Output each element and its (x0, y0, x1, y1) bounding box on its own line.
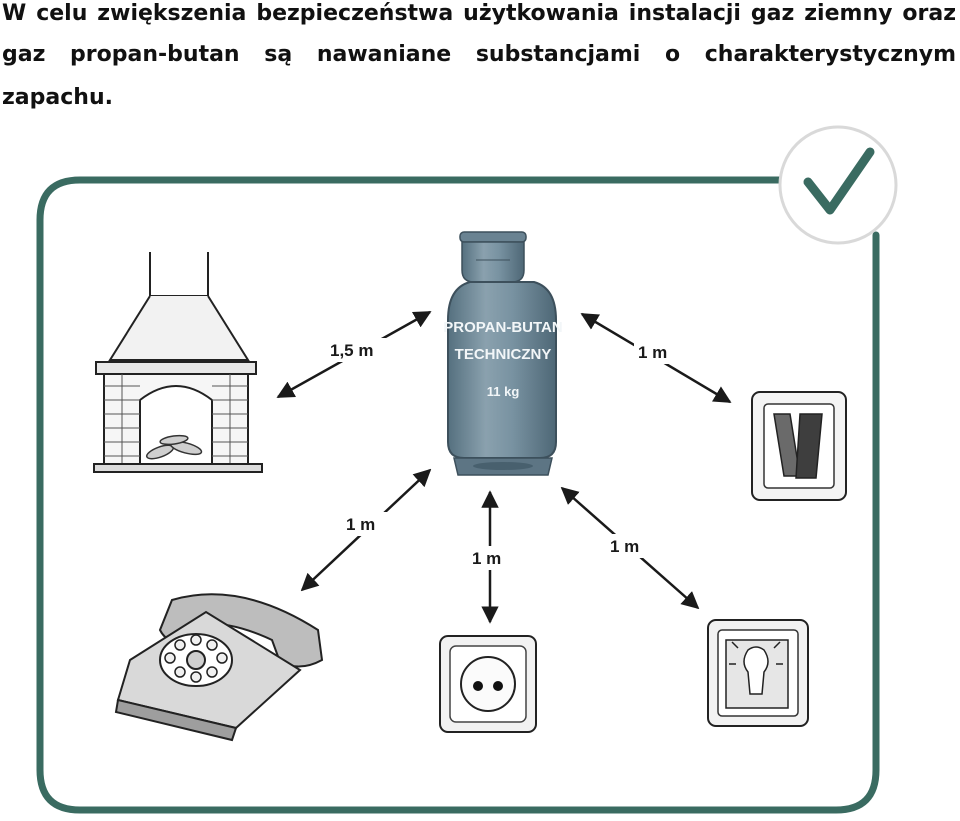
tank-label-1: PROPAN-BUTAN (443, 319, 562, 336)
distance-label-telephone: 1 m (346, 515, 375, 534)
intro-line-1: W celu zwiększenia bezpieczeństwa użytko… (2, 1, 956, 26)
intro-line-2: gaz propan-butan są nawaniane substancja… (2, 42, 956, 67)
gas-cylinder-icon: PROPAN-BUTAN TECHNICZNY 11 kg (443, 231, 563, 476)
distance-label-light-switch: 1 m (610, 537, 639, 556)
tank-label-2: TECHNICZNY (455, 346, 552, 363)
distance-label-socket: 1 m (472, 549, 501, 568)
wall-switch-icon (751, 391, 847, 501)
telephone-icon (114, 593, 324, 742)
tank-label-3: 11 kg (487, 384, 520, 399)
distance-label-wall-switch: 1 m (638, 343, 667, 362)
intro-line-3: zapachu. (2, 85, 113, 110)
electric-socket-icon (439, 635, 537, 733)
light-switch-icon (707, 619, 809, 727)
fireplace-icon (93, 252, 263, 473)
diagram-frame (36, 176, 880, 814)
checkmark-icon (778, 125, 898, 245)
distance-label-fireplace: 1,5 m (330, 341, 373, 360)
